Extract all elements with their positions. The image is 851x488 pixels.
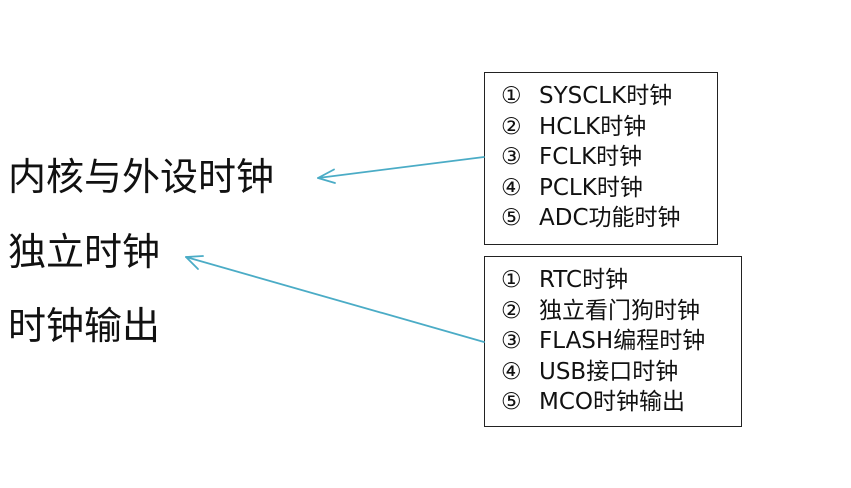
item-number: ①: [501, 267, 522, 293]
arrow-independent-connector: [185, 255, 485, 343]
list-item: ③ FCLK时钟: [501, 142, 707, 173]
item-text: HCLK时钟: [539, 113, 647, 140]
independent-clock-list-box: ① RTC时钟 ② 独立看门狗时钟 ③ FLASH编程时钟 ④ USB接口时钟 ⑤ MCO…: [484, 256, 742, 427]
list-item: ③ FLASH编程时钟: [501, 326, 731, 357]
item-number: ③: [501, 144, 522, 170]
item-text: USB接口时钟: [539, 358, 679, 385]
independent-clock-label: 独立时钟: [8, 230, 161, 274]
item-text: ADC功能时钟: [539, 205, 681, 231]
item-text: MCO时钟输出: [539, 389, 686, 415]
list-item: ④ PCLK时钟: [501, 173, 707, 204]
arrow-core-head: [317, 168, 336, 184]
item-text: SYSCLK时钟: [539, 83, 673, 109]
item-text: PCLK时钟: [539, 174, 643, 201]
clock-output-label: 时钟输出: [8, 304, 161, 348]
list-item: ② HCLK时钟: [501, 112, 707, 143]
item-number: ⑤: [501, 205, 522, 231]
list-item: ④ USB接口时钟: [501, 357, 731, 388]
list-item: ⑤ ADC功能时钟: [501, 203, 707, 234]
item-text: 独立看门狗时钟: [539, 297, 700, 324]
item-text: FLASH编程时钟: [539, 328, 706, 354]
list-item: ① RTC时钟: [501, 265, 731, 296]
core-clock-list-box: ① SYSCLK时钟 ② HCLK时钟 ③ FCLK时钟 ④ PCLK时钟 ⑤ ADC功能…: [484, 72, 718, 245]
arrow-independent-head: [185, 255, 204, 270]
item-number: ①: [501, 83, 522, 109]
item-text: FCLK时钟: [539, 144, 643, 170]
list-item: ① SYSCLK时钟: [501, 81, 707, 112]
item-number: ③: [501, 328, 522, 354]
arrow-core-connector: [317, 156, 485, 184]
arrow-core-line: [317, 156, 485, 179]
item-number: ⑤: [501, 389, 522, 415]
list-item: ⑤ MCO时钟输出: [501, 387, 731, 418]
core-peripheral-clock-label: 内核与外设时钟: [8, 155, 275, 199]
item-number: ②: [501, 297, 522, 324]
arrow-independent-line: [185, 256, 485, 343]
item-number: ④: [501, 174, 522, 201]
item-text: RTC时钟: [539, 267, 629, 293]
item-number: ④: [501, 358, 522, 385]
list-item: ② 独立看门狗时钟: [501, 296, 731, 327]
item-number: ②: [501, 113, 522, 140]
